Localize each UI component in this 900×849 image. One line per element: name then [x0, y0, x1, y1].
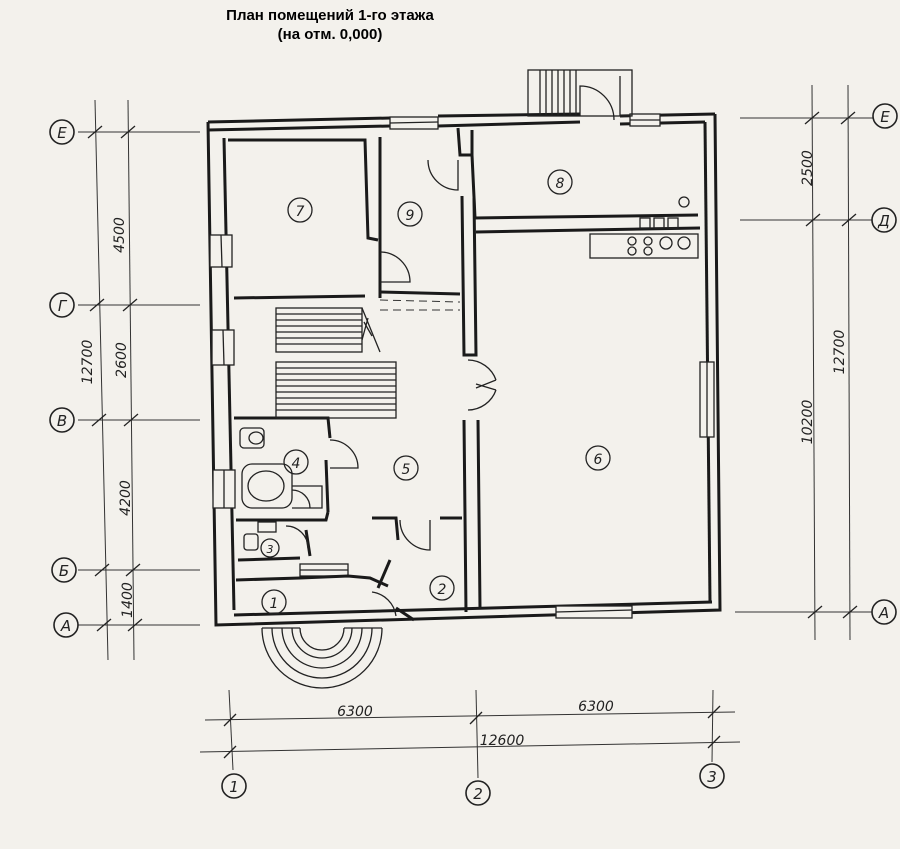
axis-marker-3: 3: [699, 763, 725, 789]
svg-text:А: А: [878, 604, 889, 622]
interior-walls: [228, 127, 701, 622]
dim-left-2600: 2600: [114, 342, 130, 378]
svg-text:9: 9: [406, 208, 415, 224]
room-2: 2: [429, 575, 455, 601]
dim-left-total: 12700: [80, 340, 96, 385]
dim-right-total: 12700: [832, 330, 848, 375]
room-3: 3: [260, 538, 280, 558]
svg-text:2: 2: [473, 785, 483, 803]
dim-right-2500: 2500: [800, 150, 816, 186]
svg-text:1: 1: [229, 778, 239, 796]
svg-text:Г: Г: [58, 297, 68, 315]
room-9: 9: [397, 201, 423, 227]
axis-marker-1: 1: [221, 773, 247, 799]
kitchen-fixtures: [589, 196, 699, 259]
svg-text:4: 4: [292, 456, 301, 472]
axis-lines: [78, 84, 880, 779]
bathroom-fixtures: [239, 427, 323, 551]
title-line-1: План помещений 1-го этажа: [226, 7, 434, 24]
axis-marker-left-A: А: [53, 612, 79, 638]
dim-bottom-left-6300: 6300: [337, 704, 373, 720]
svg-text:В: В: [57, 412, 67, 430]
axis-marker-left-B: Б: [51, 557, 77, 583]
axis-marker-right-E: Е: [872, 103, 898, 129]
axis-marker-left-E: Е: [49, 119, 75, 145]
axis-marker-left-G: Г: [49, 292, 75, 318]
porch-steps: [261, 627, 383, 689]
room-7: 7: [287, 197, 313, 223]
svg-text:Д: Д: [877, 212, 890, 230]
room-5: 5: [393, 455, 419, 481]
svg-text:8: 8: [556, 176, 565, 192]
svg-text:А: А: [60, 617, 71, 635]
room-4: 4: [283, 449, 309, 475]
axis-marker-right-D: Д: [871, 207, 897, 233]
axis-marker-right-A: А: [871, 599, 897, 625]
room-1: 1: [261, 589, 287, 615]
title-line-2: (на отм. 0,000): [277, 26, 383, 43]
svg-text:Е: Е: [880, 108, 890, 126]
svg-text:Е: Е: [57, 124, 67, 142]
doors: [285, 85, 615, 617]
svg-text:7: 7: [296, 204, 305, 220]
dim-bottom-total: 12600: [480, 733, 525, 749]
dim-right-10200: 10200: [800, 400, 816, 445]
room-6: 6: [585, 445, 611, 471]
axis-marker-2: 2: [465, 780, 491, 806]
svg-text:Б: Б: [59, 562, 69, 580]
svg-text:3: 3: [707, 768, 717, 786]
dim-left-4200: 4200: [118, 480, 134, 516]
windows: [209, 113, 715, 619]
stair-dashed-lines: [379, 299, 461, 311]
drawing-title: План помещений 1-го этажа (на отм. 0,000…: [0, 6, 660, 44]
dim-left-1400: 1400: [120, 582, 136, 618]
svg-text:1: 1: [270, 596, 279, 612]
axis-marker-left-V: В: [49, 407, 75, 433]
dim-left-4500: 4500: [112, 217, 128, 253]
dim-bottom-right-6300: 6300: [578, 699, 614, 715]
svg-text:6: 6: [594, 452, 603, 468]
svg-text:3: 3: [267, 543, 274, 556]
room-8: 8: [547, 169, 573, 195]
svg-text:2: 2: [438, 582, 447, 598]
stairs: [275, 307, 397, 419]
svg-text:5: 5: [402, 462, 411, 478]
